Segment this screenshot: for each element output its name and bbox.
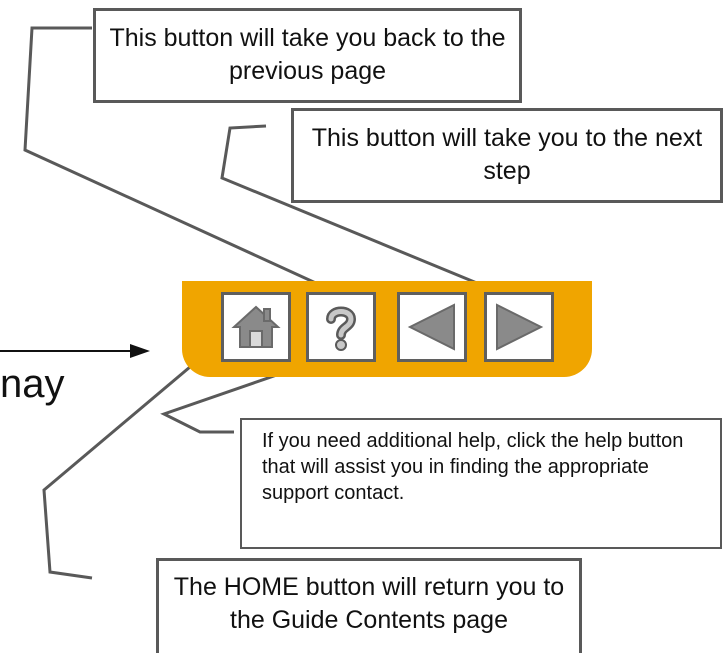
connector-back	[23, 26, 343, 297]
pointer-arrow-head	[130, 344, 150, 358]
back-button[interactable]	[397, 292, 467, 362]
right-triangle-icon	[496, 303, 544, 351]
help-button[interactable]	[306, 292, 376, 362]
callout-help-button: If you need additional help, click the h…	[240, 418, 722, 549]
question-mark-icon	[326, 306, 357, 351]
partial-text: nay	[0, 362, 65, 406]
left-triangle-icon	[407, 303, 455, 351]
next-button[interactable]	[484, 292, 554, 362]
connector-home	[42, 338, 223, 580]
callout-home-button: The HOME button will return you to the G…	[156, 558, 582, 653]
callout-back-button: This button will take you back to the pr…	[93, 8, 522, 103]
home-icon	[231, 305, 281, 348]
callout-next-button: This button will take you to the next st…	[291, 108, 723, 203]
home-button[interactable]	[221, 292, 291, 362]
connector-help	[160, 358, 321, 434]
connector-next	[220, 124, 507, 297]
